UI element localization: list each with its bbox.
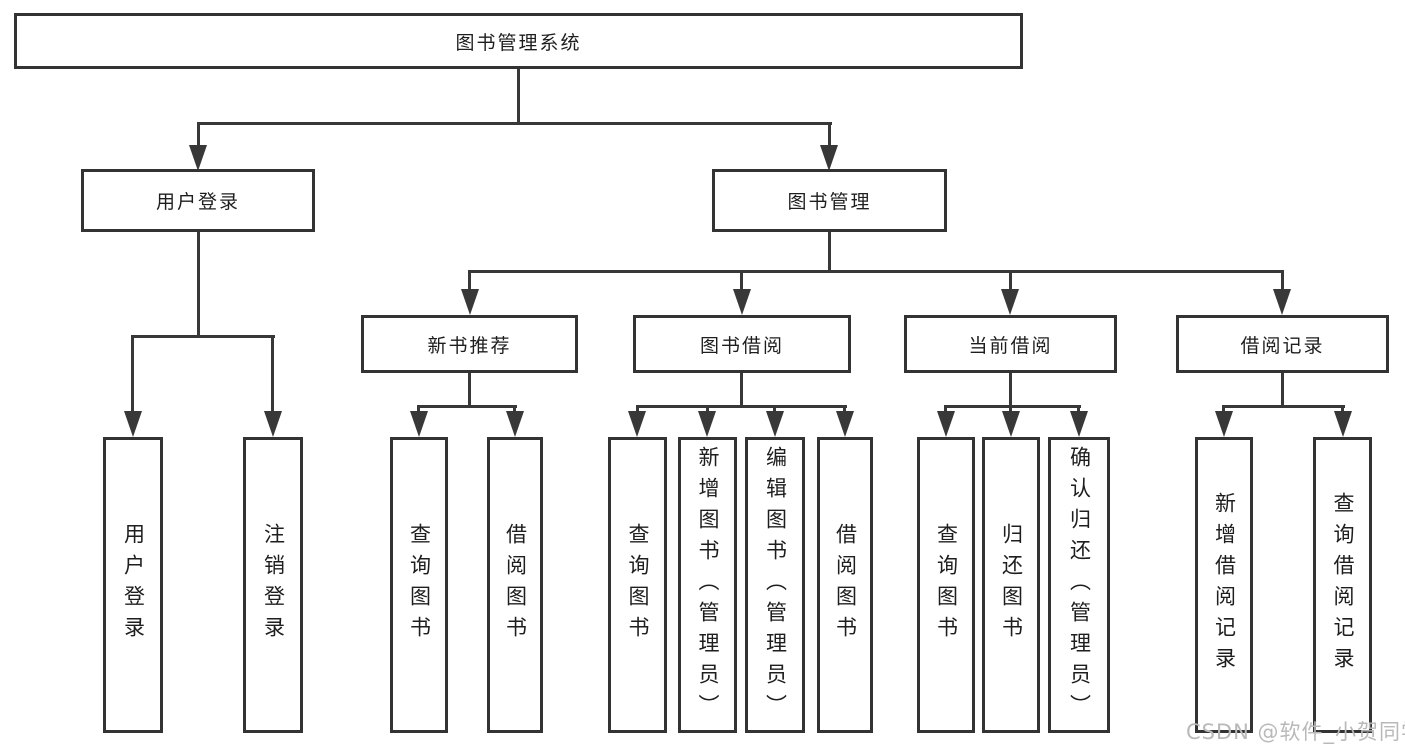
connector-bb-hbar	[636, 405, 847, 408]
connector-root-stub-right	[828, 122, 831, 145]
connector-bb-stub-2	[706, 405, 709, 413]
connector-bb-stub-4	[843, 405, 846, 413]
connector-bookmgmt-hbar	[468, 270, 1284, 273]
leaf-logout: 注销登录	[243, 437, 303, 733]
leaf-bb-add-books-admin: 新增图书（管理员）	[678, 437, 737, 733]
arrow-to-bb-add	[698, 411, 716, 437]
arrow-to-cb-query	[937, 411, 955, 437]
connector-bb-stub-3	[773, 405, 776, 413]
leaf-cb-return-books: 归还图书	[982, 437, 1040, 733]
arrow-to-leaf-logout	[264, 411, 282, 437]
leaf-cb-return-books-label: 归还图书	[999, 523, 1024, 647]
connector-cb-hbar	[944, 405, 1081, 408]
leaf-bb-edit-books-admin: 编辑图书（管理员）	[745, 437, 805, 733]
leaf-bb-add-books-admin-label: 新增图书（管理员）	[696, 445, 720, 725]
connector-bookmgmt-stub-1	[468, 270, 471, 291]
connector-cb-stub-2	[1009, 405, 1012, 413]
leaf-nbr-query-books: 查询图书	[390, 437, 448, 733]
node-borrow-records: 借阅记录	[1176, 315, 1389, 373]
csdn-watermark: CSDN @软件_小贺同学	[1186, 720, 1405, 744]
connector-cb-stub-1	[944, 405, 947, 413]
leaf-cb-query-books-label: 查询图书	[934, 523, 959, 647]
leaf-logout-label: 注销登录	[261, 523, 286, 647]
leaf-nbr-query-books-label: 查询图书	[407, 523, 432, 647]
arrow-to-leaf-login	[124, 411, 142, 437]
leaf-cb-query-books: 查询图书	[917, 437, 975, 733]
connector-nbr-hbar	[417, 405, 517, 408]
leaf-br-query-record-label: 查询借阅记录	[1331, 492, 1355, 678]
leaf-br-add-record: 新增借阅记录	[1195, 437, 1253, 733]
connector-bookmgmt-stub-3	[1009, 270, 1012, 291]
connector-br-stub-2	[1341, 405, 1344, 413]
connector-root-stub-left	[197, 122, 200, 145]
connector-bookmgmt-stub-2	[740, 270, 743, 291]
leaf-user-login-label: 用户登录	[121, 523, 146, 647]
arrow-to-br-add	[1215, 411, 1233, 437]
connector-bookmgmt-trunk	[828, 232, 831, 270]
node-current-borrow: 当前借阅	[904, 315, 1117, 373]
arrow-to-cb-confirm	[1070, 411, 1088, 437]
connector-nbr-stub-1	[417, 405, 420, 413]
connector-br-trunk	[1281, 373, 1284, 405]
connector-userlogin-hbar	[131, 335, 275, 338]
arrow-to-book-mgmt	[820, 145, 838, 171]
node-book-mgmt: 图书管理	[712, 169, 947, 232]
arrow-to-cb-return	[1002, 411, 1020, 437]
leaf-bb-edit-books-admin-label: 编辑图书（管理员）	[763, 445, 788, 725]
node-root: 图书管理系统	[14, 13, 1023, 69]
leaf-br-add-record-label: 新增借阅记录	[1212, 492, 1237, 678]
connector-br-hbar	[1222, 405, 1345, 408]
arrow-to-current-borrow	[1001, 289, 1019, 315]
connector-userlogin-stub-2	[271, 335, 274, 413]
connector-root-hbar	[197, 122, 832, 125]
arrow-to-bb-edit	[766, 411, 784, 437]
arrow-to-new-book-rec	[461, 289, 479, 315]
connector-cb-stub-3	[1077, 405, 1080, 413]
connector-bb-stub-1	[636, 405, 639, 413]
connector-nbr-stub-2	[513, 405, 516, 413]
arrow-to-nbr-query	[410, 411, 428, 437]
connector-br-stub-1	[1222, 405, 1225, 413]
arrow-to-nbr-borrow	[506, 411, 524, 437]
leaf-bb-query-books: 查询图书	[608, 437, 667, 733]
connector-userlogin-trunk	[197, 232, 200, 335]
arrow-to-bb-query	[628, 411, 646, 437]
node-book-borrow: 图书借阅	[633, 315, 851, 373]
node-user-login: 用户登录	[81, 169, 315, 232]
arrow-to-borrow-records	[1273, 289, 1291, 315]
arrow-to-book-borrow	[733, 289, 751, 315]
leaf-nbr-borrow-books-label: 借阅图书	[503, 523, 528, 647]
connector-nbr-trunk	[468, 373, 471, 405]
leaf-bb-borrow-books: 借阅图书	[817, 437, 873, 733]
connector-bookmgmt-stub-4	[1281, 270, 1284, 291]
leaf-bb-query-books-label: 查询图书	[626, 523, 650, 647]
connector-bb-trunk	[740, 373, 743, 405]
node-new-book-rec: 新书推荐	[361, 315, 578, 373]
leaf-nbr-borrow-books: 借阅图书	[487, 437, 543, 733]
leaf-cb-confirm-return-admin-label: 确认归还（管理员）	[1067, 445, 1092, 725]
arrow-to-br-query	[1334, 411, 1352, 437]
leaf-user-login: 用户登录	[103, 437, 163, 733]
connector-root-trunk	[517, 69, 520, 122]
leaf-bb-borrow-books-label: 借阅图书	[833, 523, 858, 647]
connector-cb-trunk	[1009, 373, 1012, 405]
leaf-br-query-record: 查询借阅记录	[1313, 437, 1372, 733]
arrow-to-user-login	[189, 145, 207, 171]
connector-userlogin-stub-1	[131, 335, 134, 413]
leaf-cb-confirm-return-admin: 确认归还（管理员）	[1048, 437, 1110, 733]
arrow-to-bb-borrow	[836, 411, 854, 437]
